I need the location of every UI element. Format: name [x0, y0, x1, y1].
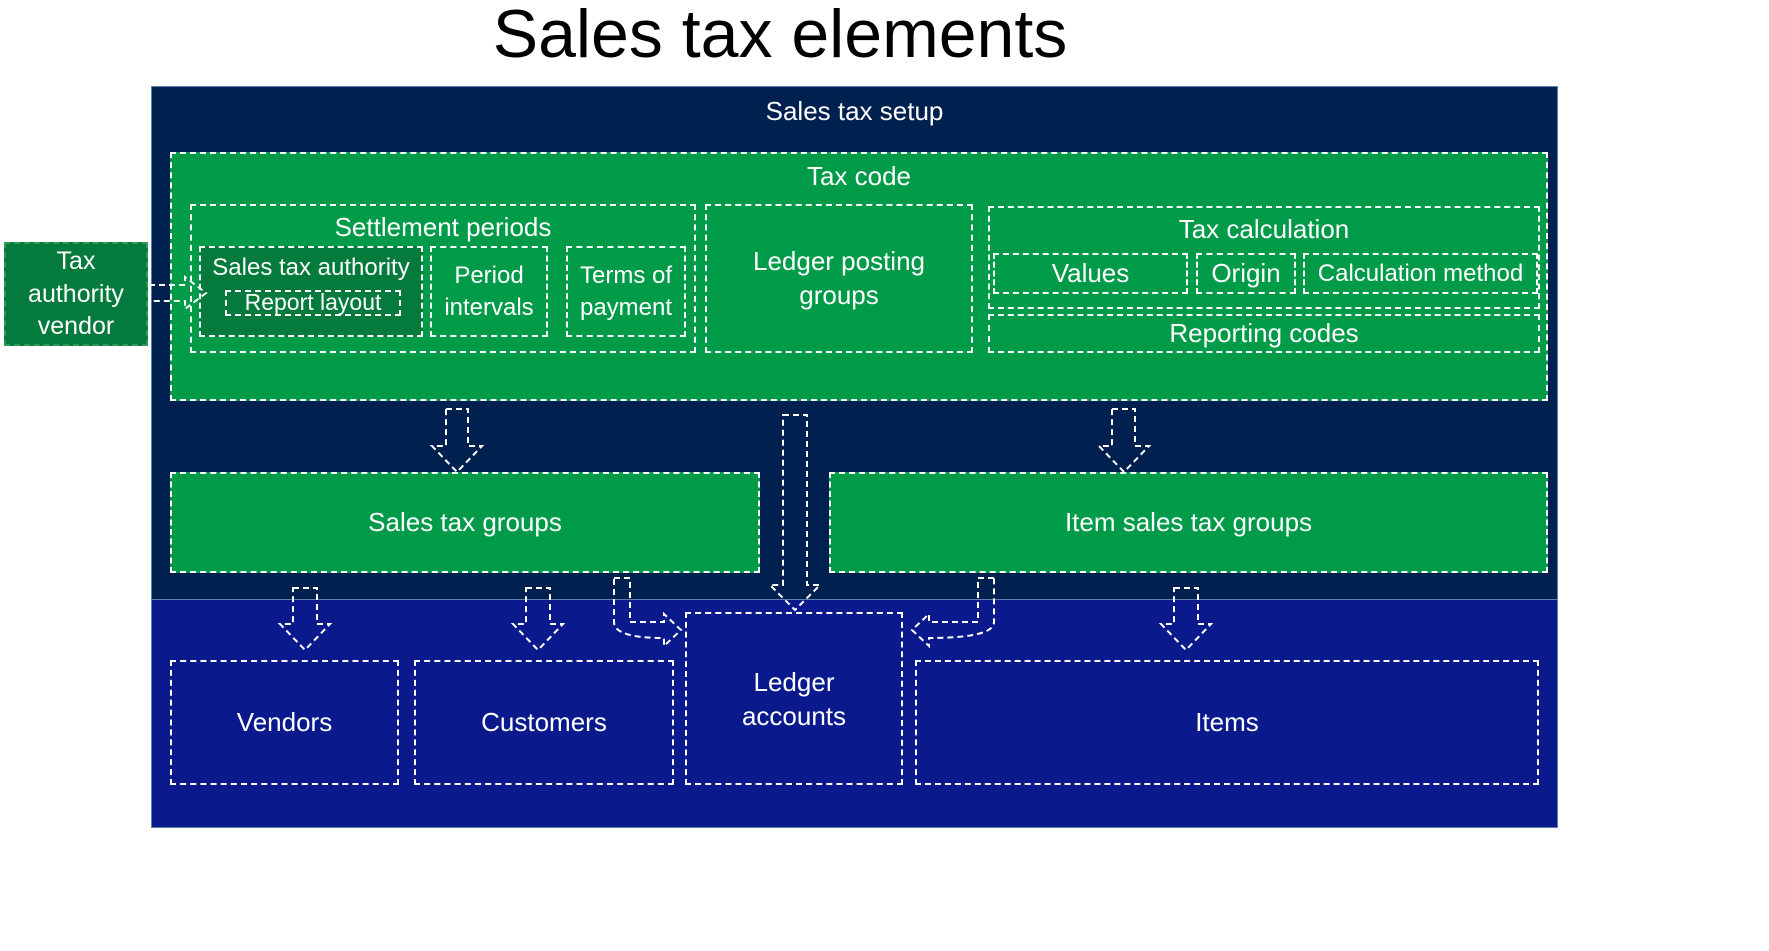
- customers-box: Customers: [414, 660, 674, 785]
- ledger-accounts-box: Ledger accounts: [685, 612, 903, 785]
- items-box: Items: [915, 660, 1539, 785]
- vendors-box: Vendors: [170, 660, 399, 785]
- values-box: Values: [993, 253, 1188, 294]
- period-intervals-box: Period intervals: [430, 246, 548, 337]
- tax-authority-vendor-box: Tax authority vendor: [4, 242, 148, 346]
- arrow-groups-to-vendors: [277, 587, 333, 652]
- settlement-periods-box: [190, 204, 696, 353]
- sales-tax-groups-box: Sales tax groups: [170, 472, 760, 573]
- page-title: Sales tax elements: [492, 0, 1068, 72]
- arrow-groups-to-customers: [510, 587, 566, 652]
- arrow-ledger-posting-to-accounts: [767, 414, 823, 612]
- tax-code-label: Tax code: [806, 161, 912, 191]
- arrow-groups-to-ledger-accounts: [613, 577, 683, 649]
- arrow-vendor-to-authority: [148, 274, 208, 312]
- terms-of-payment-box: Terms of payment: [566, 246, 686, 337]
- tax-calculation-box: [988, 206, 1540, 309]
- arrow-item-groups-to-ledger-accounts: [910, 577, 995, 649]
- arrow-item-groups-to-items: [1158, 587, 1214, 652]
- report-layout-box: Report layout: [225, 289, 401, 316]
- sales-tax-setup-label: Sales tax setup: [765, 96, 944, 126]
- settlement-periods-label: Settlement periods: [334, 212, 552, 242]
- ledger-posting-groups-box: Ledger posting groups: [705, 204, 973, 353]
- arrow-taxcode-to-item-groups: [1096, 408, 1152, 474]
- tax-calculation-label: Tax calculation: [1178, 214, 1350, 244]
- arrow-taxcode-to-sales-groups: [429, 408, 485, 474]
- calculation-method-box: Calculation method: [1303, 253, 1538, 294]
- sales-tax-authority-label: Sales tax authority: [212, 254, 410, 281]
- entities-panel: [151, 599, 1558, 828]
- item-sales-tax-groups-box: Item sales tax groups: [829, 472, 1548, 573]
- origin-box: Origin: [1196, 253, 1296, 294]
- reporting-codes-box: Reporting codes: [988, 314, 1540, 353]
